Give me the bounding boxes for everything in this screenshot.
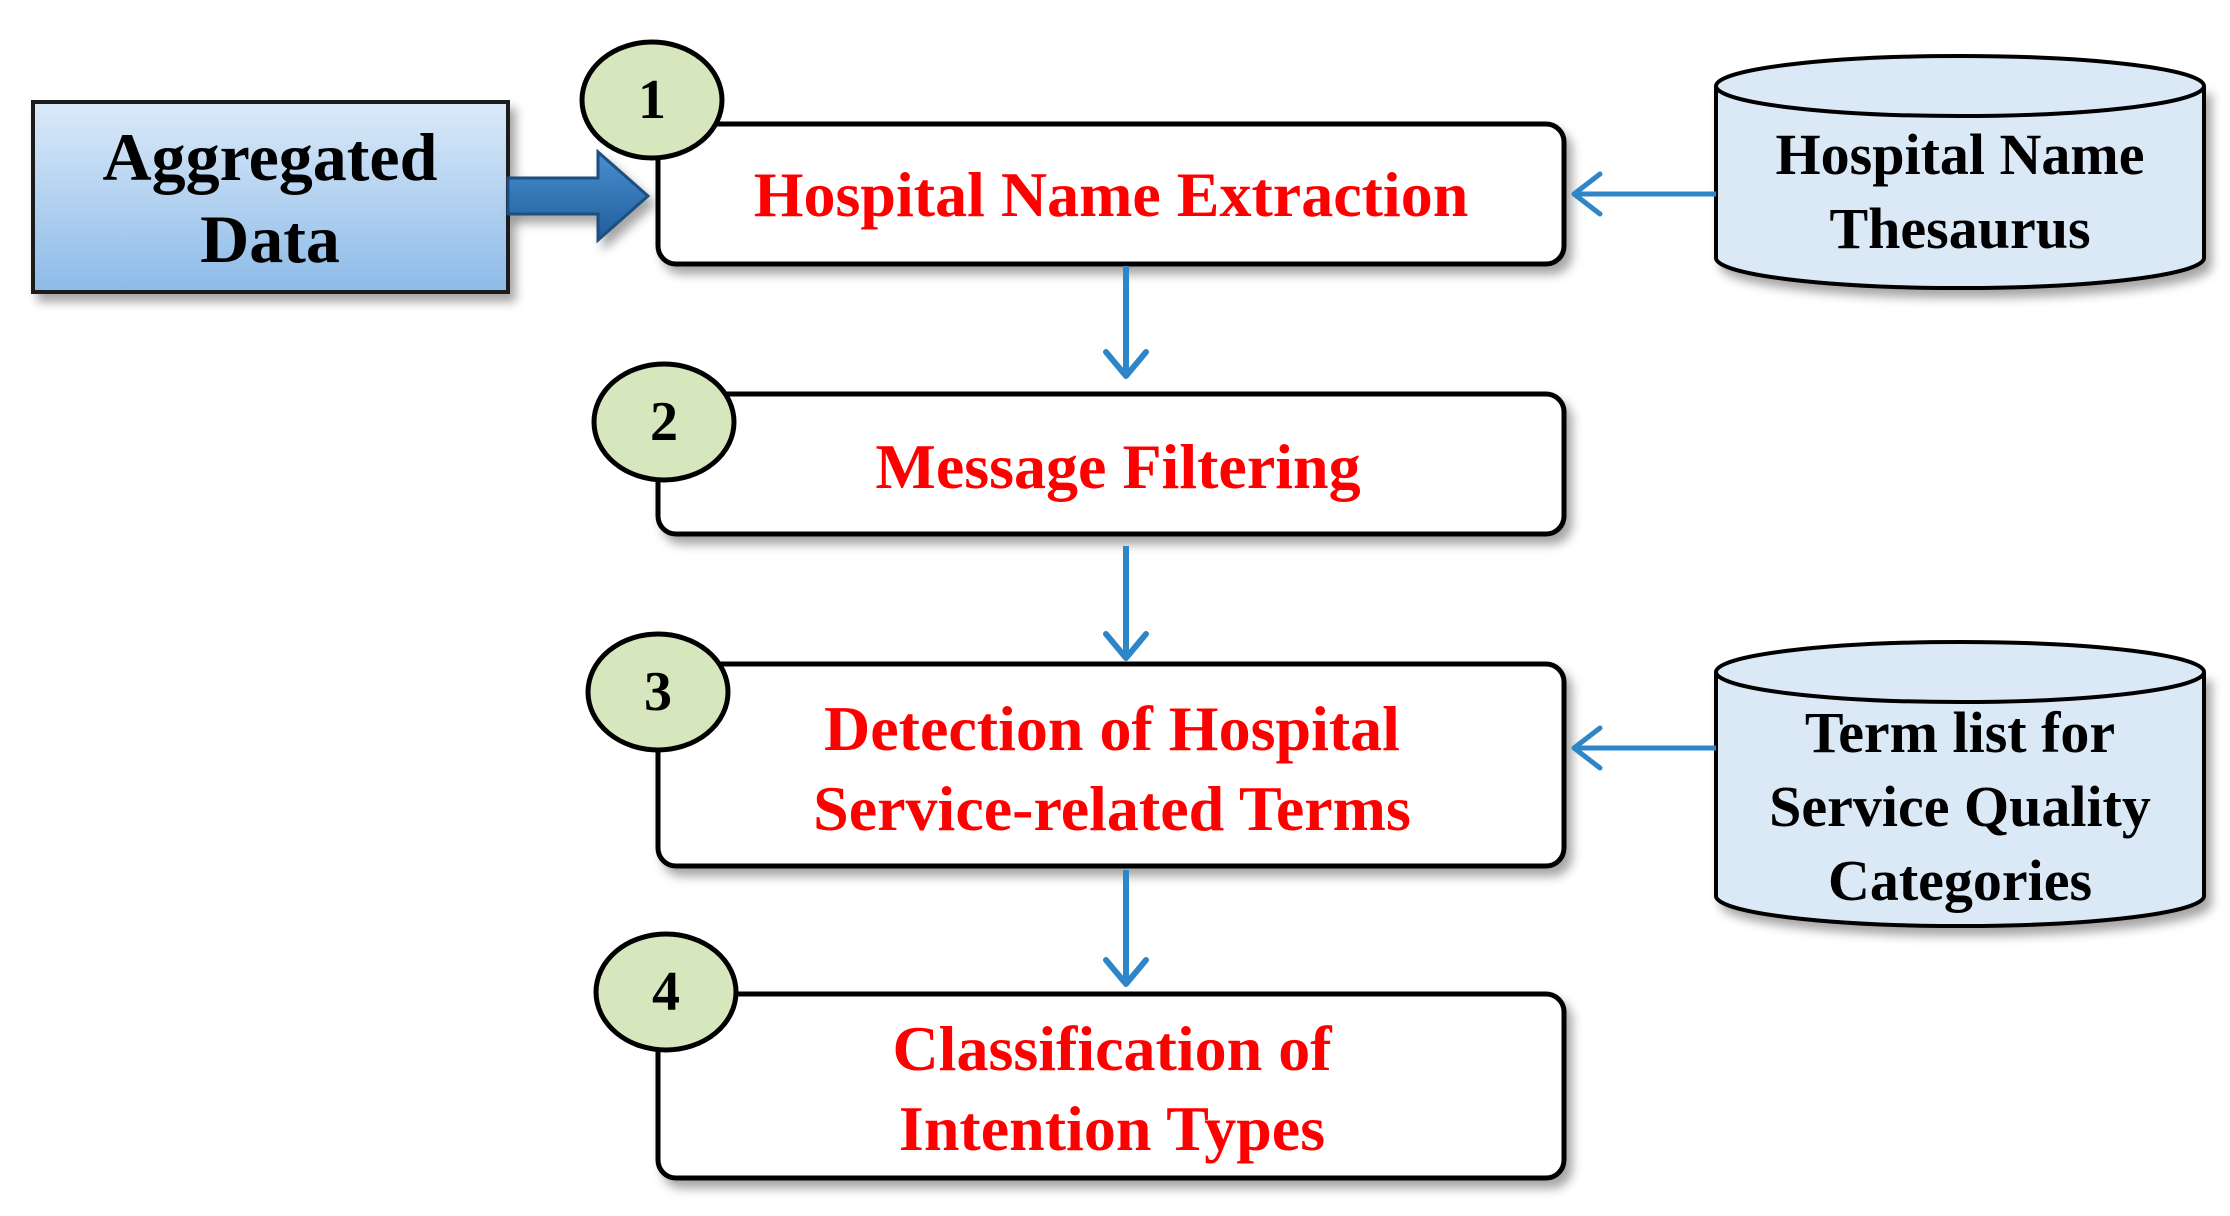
step-1-number-badge: 1 — [579, 39, 725, 161]
step-3-box: Detection of Hospital Service-related Te… — [655, 661, 1567, 869]
database-2-label-line-2: Service Quality — [1769, 774, 2151, 839]
step-1-label: Hospital Name Extraction — [754, 159, 1469, 230]
step-2-label: Message Filtering — [875, 431, 1360, 502]
step-3-label-line-1: Detection of Hospital — [824, 693, 1400, 764]
step-4-label-line-2: Intention Types — [899, 1093, 1325, 1164]
database-1-label-line-1: Hospital Name — [1776, 122, 2145, 187]
arrow-step1-to-step2 — [1103, 266, 1149, 379]
step-4-number: 4 — [652, 961, 680, 1023]
arrow-step3-to-step4 — [1103, 870, 1149, 987]
source-label-line-2: Data — [200, 201, 340, 277]
step-3-number-badge: 3 — [585, 631, 731, 753]
source-to-step1-arrow — [506, 148, 651, 244]
database-2-label-line-1: Term list for — [1805, 700, 2115, 765]
hospital-name-thesaurus-database: Hospital Name Thesaurus — [1714, 54, 2206, 290]
step-4-label-line-1: Classification of — [892, 1013, 1332, 1084]
arrow-termlist-to-step3 — [1571, 725, 1716, 771]
step-1-number: 1 — [638, 69, 666, 131]
term-list-database: Term list for Service Quality Categories — [1714, 640, 2206, 928]
aggregated-data-box: Aggregated Data — [31, 100, 510, 294]
database-2-label-line-3: Categories — [1828, 848, 2092, 913]
step-2-number: 2 — [650, 391, 678, 453]
step-3-number: 3 — [644, 661, 672, 723]
step-4-number-badge: 4 — [593, 931, 739, 1053]
database-1-label-line-2: Thesaurus — [1829, 196, 2090, 261]
step-3-label-line-2: Service-related Terms — [813, 773, 1411, 844]
arrow-step2-to-step3 — [1103, 546, 1149, 661]
source-label-line-1: Aggregated — [103, 119, 438, 195]
step-2-box: Message Filtering — [655, 391, 1567, 537]
step-1-box: Hospital Name Extraction — [655, 121, 1567, 267]
arrow-thesaurus-to-step1 — [1571, 171, 1716, 217]
step-4-box: Classification of Intention Types — [655, 991, 1567, 1181]
step-2-number-badge: 2 — [591, 361, 737, 483]
